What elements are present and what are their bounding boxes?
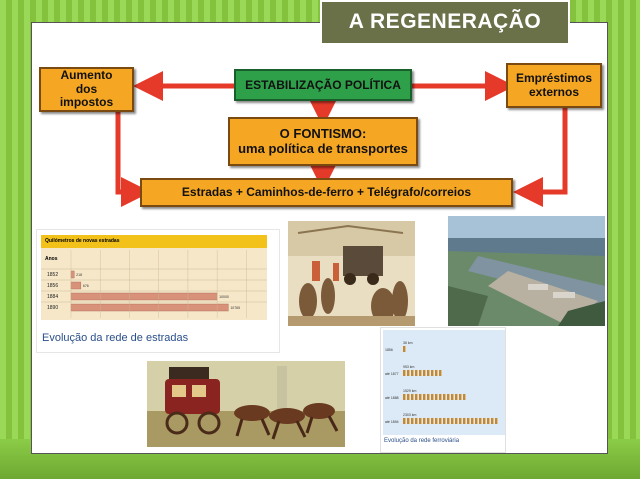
rail-pictogram-mark (471, 418, 474, 424)
rail-pictogram-mark (423, 394, 426, 400)
rail-pictogram-mark (463, 394, 466, 400)
rail-pictogram-mark (403, 394, 406, 400)
rail-pictogram-mark (439, 370, 442, 376)
rail-pictogram-mark (407, 370, 410, 376)
roads-data-label: 10765 (230, 306, 240, 310)
railway-chart-plot: 36 km 1856 953 km até 1877 1529 km até 1888 23… (385, 341, 498, 424)
rail-pictogram-mark (419, 418, 422, 424)
rail-pictogram-mark (419, 394, 422, 400)
rail-pictogram-mark (403, 346, 406, 352)
rail-pictogram-mark (455, 418, 458, 424)
roads-data-label: 676 (83, 284, 89, 288)
engraving-station-image (288, 221, 415, 326)
aerial-port-image (448, 216, 605, 326)
roads-chart-header: Quilómetros de novas estradas (41, 235, 267, 248)
rail-pictogram-mark (427, 418, 430, 424)
roads-bar (70, 281, 82, 290)
roads-data-label: 10000 (219, 295, 229, 299)
rail-pictogram-mark (447, 394, 450, 400)
rail-pictogram-mark (491, 418, 494, 424)
horse-coach-image (147, 361, 345, 447)
rail-pictogram-mark (459, 418, 462, 424)
rail-pictogram-mark (407, 394, 410, 400)
infrastructure-label: Estradas + Caminhos-de-ferro + Telégrafo… (181, 184, 472, 199)
rail-data-label: 1529 km (403, 389, 417, 393)
rail-pictogram-mark (455, 394, 458, 400)
rail-pictogram-mark (415, 370, 418, 376)
rail-pictogram-mark (439, 418, 442, 424)
rail-pictogram-mark (463, 418, 466, 424)
railway-chart-caption: Evolução da rede ferroviária (384, 438, 460, 444)
roads-bar (70, 270, 75, 279)
roads-bar (70, 292, 218, 301)
slide-title: A REGENERAÇÃO (320, 0, 570, 45)
loans-label: Empréstimos externos (515, 70, 593, 99)
rail-pictogram-mark (439, 394, 442, 400)
rail-pictogram-mark (411, 418, 414, 424)
rail-pictogram-mark (403, 370, 406, 376)
roads-chart-plot: Anos 1852 218 1856 676 1884 10000 1890 10765 (41, 248, 267, 320)
taxes-box: Aumento dos impostos (39, 67, 134, 112)
rail-pictogram-mark (431, 418, 434, 424)
taxes-label: Aumento dos impostos (59, 67, 114, 110)
fontismo-box: O FONTISMO: uma política de transportes (228, 117, 418, 166)
rail-pictogram-mark (423, 418, 426, 424)
roads-category-label: 1890 (47, 305, 58, 311)
rail-pictogram-mark (407, 418, 410, 424)
rail-pictogram-mark (411, 370, 414, 376)
rail-pictogram-mark (447, 418, 450, 424)
roads-chart-col-label: Anos (45, 256, 58, 262)
stability-box: ESTABILIZAÇÃO POLÍTICA (234, 69, 412, 101)
fontismo-label-line2: uma política de transportes (238, 140, 408, 156)
rail-pictogram-mark (435, 394, 438, 400)
rail-category-label: até 1888 (385, 396, 399, 400)
rail-pictogram-mark (495, 418, 498, 424)
roads-category-label: 1852 (47, 272, 58, 278)
rail-pictogram-mark (475, 418, 478, 424)
rail-pictogram-mark (403, 418, 406, 424)
rail-pictogram-mark (467, 418, 470, 424)
rail-pictogram-mark (483, 418, 486, 424)
rail-data-label: 36 km (403, 341, 413, 345)
rail-pictogram-mark (487, 418, 490, 424)
rail-pictogram-mark (427, 370, 430, 376)
roads-chart-caption: Evolução da rede de estradas (42, 332, 189, 344)
rail-pictogram-mark (423, 370, 426, 376)
rail-pictogram-mark (459, 394, 462, 400)
roads-category-label: 1856 (47, 283, 58, 289)
rail-category-label: 1856 (385, 348, 393, 352)
rail-pictogram-mark (451, 418, 454, 424)
rail-data-label: 953 km (403, 365, 415, 369)
roads-chart: Quilómetros de novas estradas Anos 1852 2… (36, 229, 280, 353)
fontismo-label-line1: O FONTISMO: (279, 125, 367, 141)
loans-box: Empréstimos externos (506, 63, 602, 108)
stability-label: ESTABILIZAÇÃO POLÍTICA (245, 78, 401, 92)
rail-category-label: até 1877 (385, 372, 399, 376)
rail-pictogram-mark (443, 418, 446, 424)
roads-category-label: 1884 (47, 294, 58, 300)
rail-pictogram-mark (451, 394, 454, 400)
arrow-loans-to-infrastructure (513, 108, 568, 207)
rail-pictogram-mark (427, 394, 430, 400)
arrow-taxes-to-infrastructure (115, 112, 151, 207)
rail-pictogram-mark (443, 394, 446, 400)
rail-pictogram-mark (415, 394, 418, 400)
infrastructure-box: Estradas + Caminhos-de-ferro + Telégrafo… (140, 178, 513, 207)
roads-data-label: 218 (76, 273, 82, 277)
rail-pictogram-mark (479, 418, 482, 424)
rail-pictogram-mark (435, 418, 438, 424)
rail-pictogram-mark (435, 370, 438, 376)
rail-pictogram-mark (431, 370, 434, 376)
roads-bar (70, 303, 229, 312)
rail-pictogram-mark (411, 394, 414, 400)
rail-pictogram-mark (415, 418, 418, 424)
railway-chart: 36 km 1856 953 km até 1877 1529 km até 1888 23… (380, 327, 506, 453)
rail-category-label: até 1894 (385, 420, 399, 424)
rail-data-label: 2303 km (403, 413, 417, 417)
rail-pictogram-mark (419, 370, 422, 376)
rail-pictogram-mark (431, 394, 434, 400)
